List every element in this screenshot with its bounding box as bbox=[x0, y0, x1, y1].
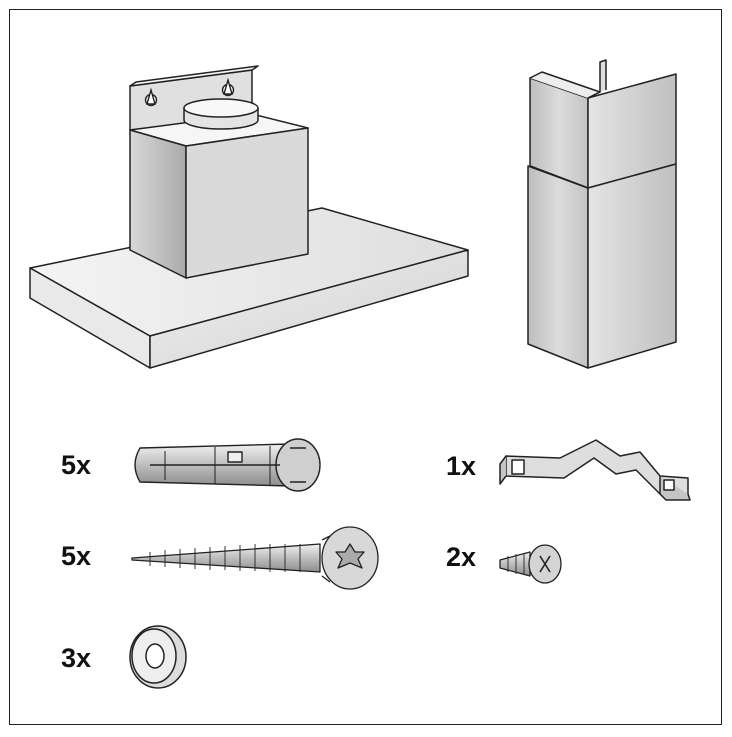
keyhole-icon bbox=[221, 77, 235, 97]
quantity-label-washer: 3x bbox=[61, 643, 92, 673]
washer-icon bbox=[129, 625, 187, 689]
small-screw-icon bbox=[499, 544, 562, 584]
wood-screw-icon bbox=[131, 526, 379, 590]
quantity-label-chimney-bracket: 1x bbox=[446, 451, 477, 481]
duct-collar bbox=[183, 98, 259, 130]
chimney-lower-section bbox=[527, 163, 677, 369]
chimney-upper-section bbox=[529, 59, 677, 189]
quantity-label-wood-screw: 5x bbox=[61, 541, 92, 571]
chimney-bracket-icon bbox=[499, 439, 691, 501]
keyhole-icon bbox=[144, 87, 158, 107]
quantity-label-wall-plug: 5x bbox=[61, 450, 92, 480]
quantity-label-small-screw: 2x bbox=[446, 542, 477, 572]
wall-plug-icon bbox=[134, 438, 321, 492]
